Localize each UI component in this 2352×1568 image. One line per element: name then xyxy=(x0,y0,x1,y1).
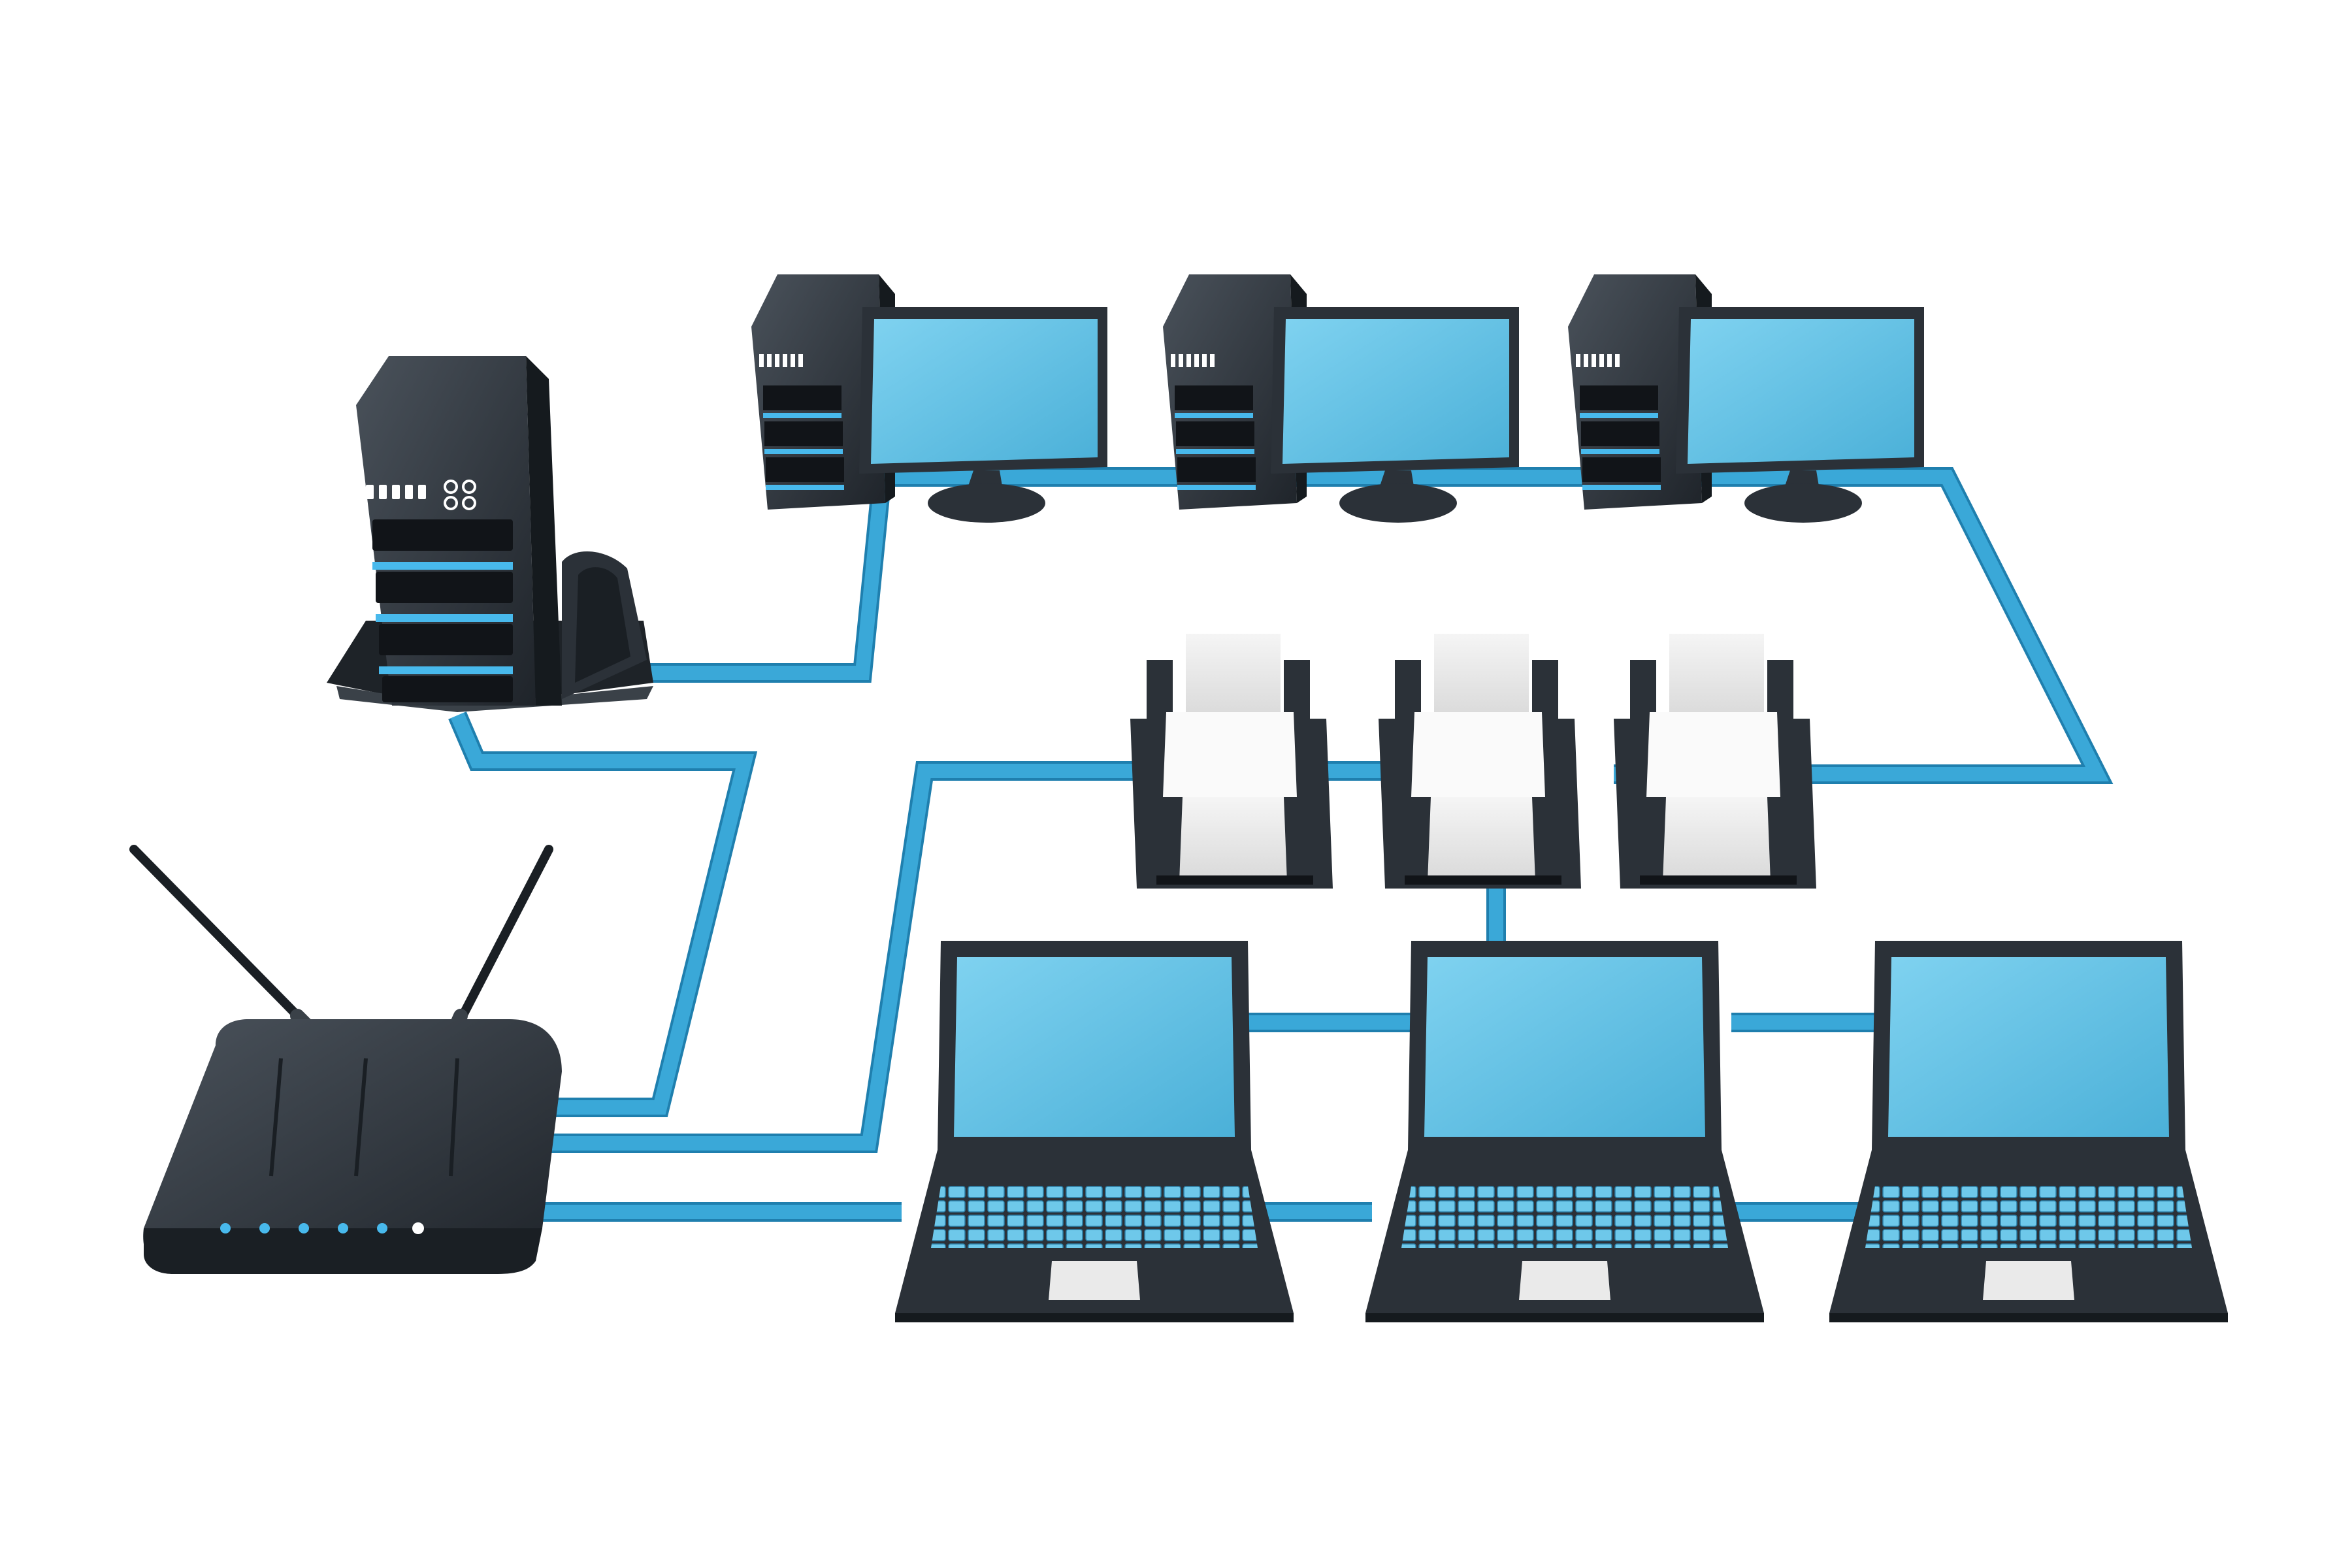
server-icon xyxy=(327,356,653,712)
network-cables xyxy=(448,467,2114,1222)
laptop-icon xyxy=(1829,941,2228,1322)
network-cable xyxy=(588,470,2109,781)
network-cable xyxy=(450,712,755,1115)
printer-icon xyxy=(1614,634,1816,889)
desktop-icon xyxy=(751,274,1107,523)
desktop-icon xyxy=(1163,274,1519,523)
printer-icon xyxy=(1379,634,1581,889)
laptop-icon xyxy=(895,941,1294,1322)
printer-icon xyxy=(1130,634,1333,889)
laptop-icon xyxy=(1365,941,1764,1322)
router-icon xyxy=(129,845,562,1274)
desktop-icon xyxy=(1568,274,1924,523)
cable-edge xyxy=(588,467,2114,784)
